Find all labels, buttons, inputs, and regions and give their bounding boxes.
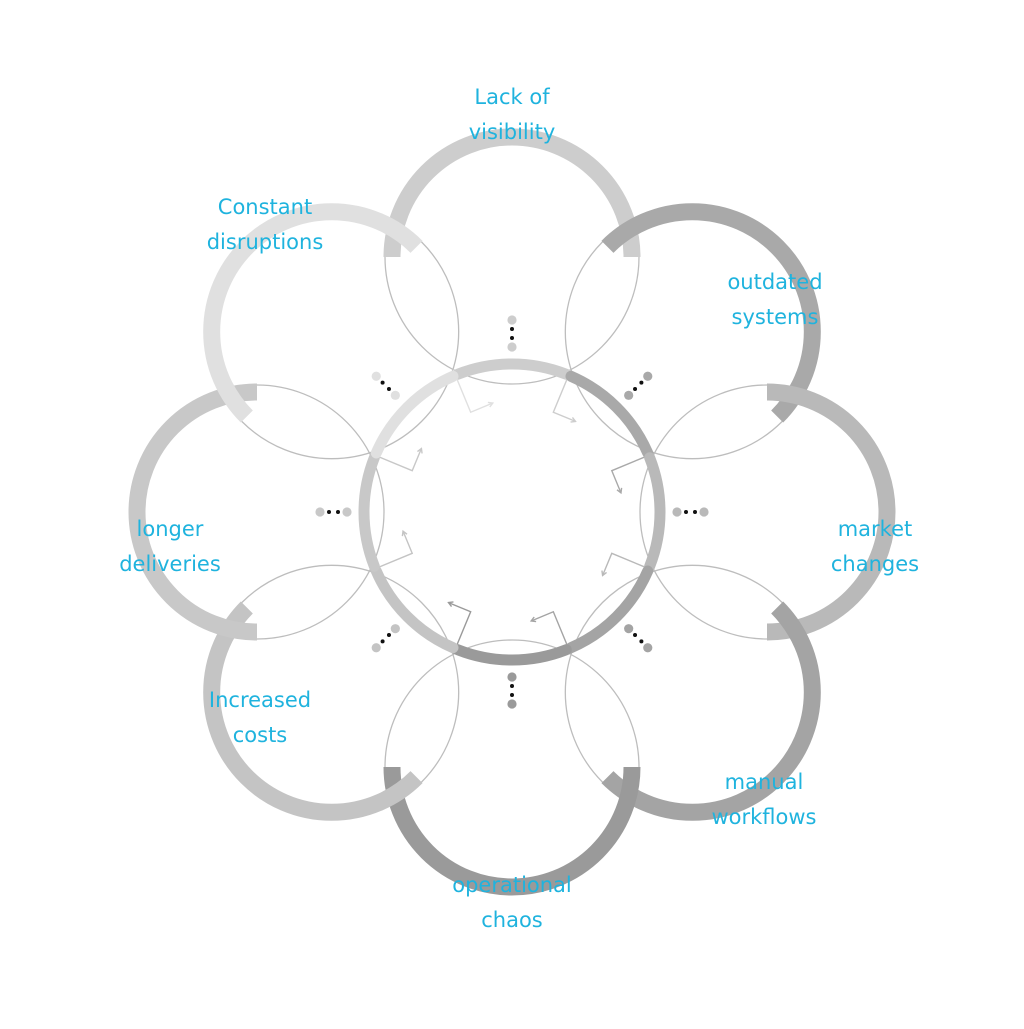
connector-dot-operational-chaos	[510, 693, 514, 697]
flow-arrow-operational-chaos	[448, 601, 472, 655]
hub-segment-market-changes	[644, 452, 666, 572]
hub-segment-increased-costs	[370, 565, 459, 654]
connector-dot-market-changes	[684, 510, 688, 514]
connector-dot-lack-of-visibility	[507, 315, 517, 325]
flow-arrowhead-market-changes	[601, 570, 607, 577]
node-arc-manual-workflows	[601, 601, 821, 821]
connector-dot-outdated-systems	[643, 371, 653, 381]
flow-arrowhead-outdated-systems	[616, 487, 623, 495]
node-arc-market-changes	[766, 383, 896, 641]
connector-dot-longer-deliveries	[315, 507, 325, 517]
connector-dot-manual-workflows	[639, 639, 644, 644]
label-lack-of-visibility: Lack of visibility	[468, 85, 556, 144]
label-constant-disruptions: Constant disruptions	[206, 195, 324, 254]
node-arc-lack-of-visibility	[383, 128, 641, 258]
flow-arrow-outdated-systems	[610, 452, 655, 494]
connector-dot-constant-disruptions	[380, 380, 385, 385]
connector-dot-market-changes	[693, 510, 697, 514]
node-arc-constant-disruptions	[203, 203, 423, 423]
flow-arrowhead-constant-disruptions	[487, 401, 495, 408]
node-arc-outdated-systems	[601, 203, 821, 423]
connector-dot-market-changes	[699, 507, 709, 517]
flow-arrow-lack-of-visibility	[552, 369, 576, 423]
connector-dot-manual-workflows	[643, 643, 653, 653]
connector-dot-increased-costs	[390, 624, 400, 634]
label-increased-costs: Increased costs	[208, 688, 312, 747]
label-manual-workflows: manual workflows	[711, 770, 817, 829]
connector-dot-constant-disruptions	[386, 386, 391, 391]
connector-dot-lack-of-visibility	[510, 327, 514, 331]
label-longer-deliveries: longer deliveries	[119, 517, 221, 576]
connector-dot-longer-deliveries	[342, 507, 352, 517]
flow-arrowhead-lack-of-visibility	[570, 417, 577, 423]
hub-segment-outdated-systems	[565, 370, 654, 459]
hub-segment-longer-deliveries	[358, 452, 380, 572]
connector-dot-manual-workflows	[633, 633, 638, 638]
label-outdated-systems: outdated systems	[727, 270, 823, 329]
connector-dot-operational-chaos	[510, 684, 514, 688]
connector-dot-longer-deliveries	[327, 510, 331, 514]
connector-dot-outdated-systems	[639, 380, 644, 385]
connector-dot-market-changes	[672, 507, 682, 517]
node-arc-increased-costs	[203, 601, 423, 821]
flow-arrow-increased-costs	[369, 530, 414, 572]
label-operational-chaos: operational chaos	[452, 873, 572, 932]
connector-dot-lack-of-visibility	[510, 336, 514, 340]
node-arc-longer-deliveries	[128, 383, 258, 641]
connector-dot-increased-costs	[386, 633, 391, 638]
label-market-changes: market changes	[830, 517, 920, 576]
hub-segment-constant-disruptions	[370, 370, 459, 459]
flow-arrow-manual-workflows	[530, 610, 572, 655]
hub-segment-manual-workflows	[565, 565, 654, 654]
connector-dot-constant-disruptions	[390, 390, 400, 400]
connector-dot-outdated-systems	[624, 390, 634, 400]
hub-segment-operational-chaos	[452, 644, 572, 666]
flow-arrow-market-changes	[601, 552, 655, 576]
connector-dot-manual-workflows	[624, 624, 634, 634]
connector-dot-lack-of-visibility	[507, 342, 517, 352]
connector-dot-constant-disruptions	[371, 371, 381, 381]
hub-segment-lack-of-visibility	[452, 358, 572, 380]
connector-dot-increased-costs	[371, 643, 381, 653]
flow-arrow-constant-disruptions	[452, 369, 494, 414]
connector-dot-increased-costs	[380, 639, 385, 644]
connector-dot-operational-chaos	[507, 699, 517, 709]
connector-dot-outdated-systems	[633, 386, 638, 391]
flow-arrowhead-operational-chaos	[447, 601, 454, 607]
connector-dot-operational-chaos	[507, 672, 517, 682]
connector-dot-longer-deliveries	[336, 510, 340, 514]
node-arc-operational-chaos	[383, 766, 641, 896]
flow-arrowhead-longer-deliveries	[417, 447, 423, 454]
flow-arrow-longer-deliveries	[369, 448, 423, 472]
flow-arrowhead-increased-costs	[401, 529, 408, 537]
flow-arrowhead-manual-workflows	[529, 616, 537, 623]
